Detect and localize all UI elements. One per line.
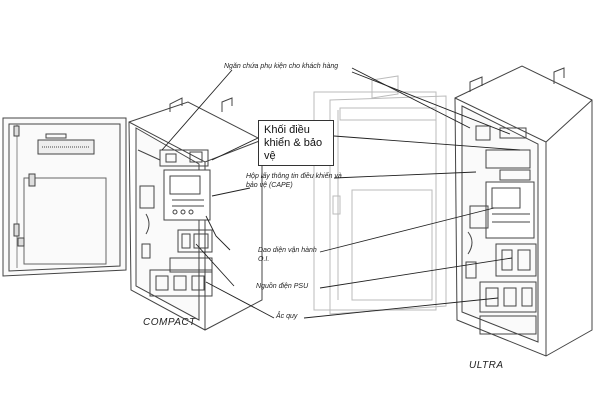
model-name-ultra: ULTRA bbox=[469, 360, 504, 371]
label-battery: Ắc quy bbox=[276, 313, 298, 320]
label-cape: Hộp lấy thông tin điều khiển và bảo vệ (… bbox=[246, 173, 342, 189]
label-accessory-compartment: Ngăn chứa phụ kiện cho khách hàng bbox=[224, 63, 339, 70]
middle-cabinet-outline bbox=[313, 75, 447, 315]
ultra-cabinet bbox=[454, 65, 593, 357]
leader-lines bbox=[161, 67, 521, 319]
compact-cabinet bbox=[2, 97, 263, 331]
label-control-protection-box: Khối điều khiển & bảo vệ bbox=[258, 120, 334, 166]
label-operator-interface: Dao diện vận hành O.I. bbox=[258, 247, 317, 263]
model-name-compact: COMPACT bbox=[143, 317, 196, 328]
label-psu: Nguồn điện PSU bbox=[256, 283, 309, 290]
compact-door bbox=[2, 117, 127, 277]
compact-body bbox=[128, 97, 263, 331]
